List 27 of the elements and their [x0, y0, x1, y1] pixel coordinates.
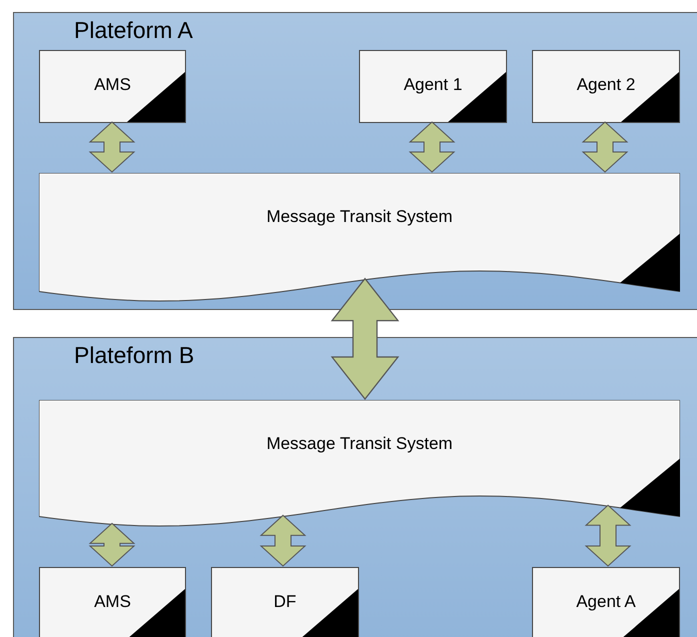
- node-label: Agent 2: [576, 74, 636, 96]
- double-arrow: [88, 522, 136, 567]
- node-label: DF: [274, 591, 296, 612]
- platform-panel: [13, 12, 697, 310]
- double-arrow: [330, 278, 400, 400]
- component-box: [39, 567, 186, 637]
- panel-heading: Plateform A: [74, 16, 193, 45]
- platform-panel: [13, 337, 697, 637]
- node-label: Message Transit System: [266, 433, 453, 454]
- double-arrow: [260, 514, 306, 567]
- component-box: [211, 567, 359, 637]
- node-label: Agent 1: [404, 74, 462, 96]
- panel-heading: Plateform B: [74, 341, 194, 370]
- double-arrow: [88, 121, 136, 173]
- document-shape: [39, 400, 680, 528]
- component-box: [532, 567, 680, 637]
- component-box: [532, 50, 680, 123]
- document-shape: [39, 173, 680, 303]
- double-arrow: [408, 121, 456, 173]
- node-label: Message Transit System: [266, 206, 453, 228]
- double-arrow: [584, 504, 632, 567]
- node-label: Agent A: [576, 591, 636, 612]
- double-arrow: [582, 121, 628, 173]
- node-label: AMS: [94, 74, 131, 96]
- node-label: AMS: [94, 591, 131, 612]
- component-box: [359, 50, 507, 123]
- component-box: [39, 50, 186, 123]
